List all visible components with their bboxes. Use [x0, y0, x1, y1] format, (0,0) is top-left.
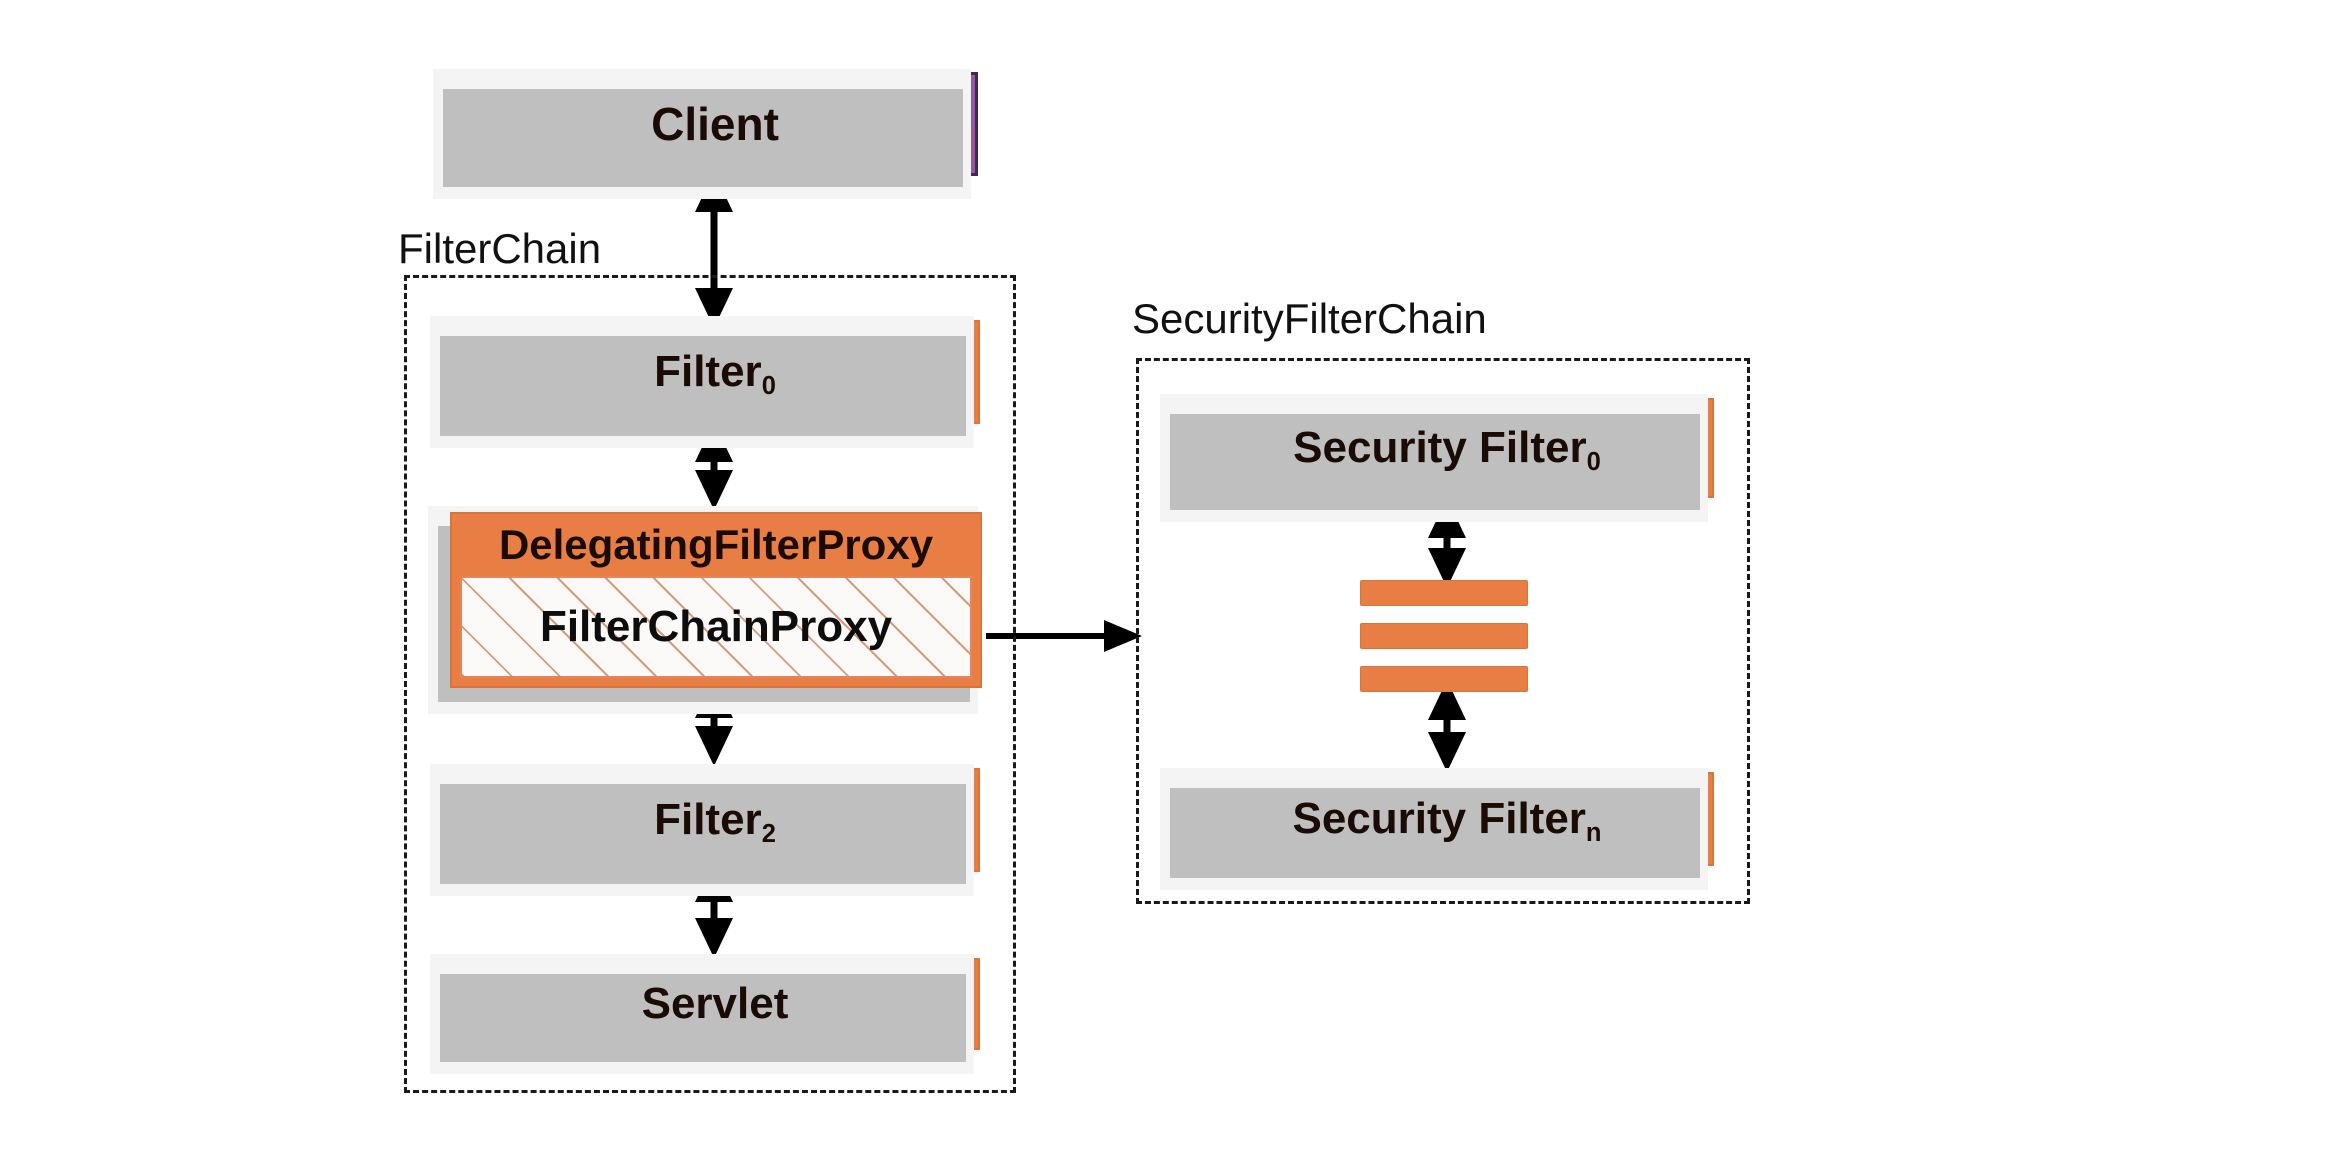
security-filter-n-node[interactable]: Security Filtern: [1160, 768, 1714, 890]
client-label: Client: [651, 98, 779, 150]
security-filter-chain-group-label: SecurityFilterChain: [1132, 295, 1487, 342]
filter-chain-proxy-label: FilterChainProxy: [539, 602, 893, 651]
servlet-node[interactable]: Servlet: [430, 954, 980, 1074]
delegating-filter-proxy-label: DelegatingFilterProxy: [498, 521, 934, 568]
filter-chain-group-box: [404, 275, 1016, 1093]
filter-chain-proxy-node[interactable]: FilterChainProxy: [460, 576, 972, 678]
filter-chain-group-label: FilterChain: [398, 225, 602, 272]
client-shadow: [443, 89, 963, 187]
filter-2-label: Filter2: [654, 795, 776, 848]
servlet-label: Servlet: [641, 979, 789, 1028]
ellipsis-bar-3: [1360, 666, 1528, 692]
delegating-filter-proxy-wrapper: DelegatingFilterProxy FilterChainProxy: [428, 506, 982, 714]
filter-2-node[interactable]: Filter2: [430, 764, 980, 896]
filter-0-shadow: [440, 336, 966, 436]
security-filter-ellipsis-stack: [1360, 580, 1528, 692]
security-filter-chain-group-box: [1136, 358, 1750, 904]
security-filter-n-shadow: [1170, 788, 1700, 878]
security-filter-0-label: Security Filter0: [1293, 423, 1601, 476]
security-filter-n-label: Security Filtern: [1292, 794, 1602, 847]
filter-0-label: Filter0: [654, 347, 776, 400]
ellipsis-bar-2: [1360, 623, 1528, 649]
servlet-shadow: [440, 974, 966, 1062]
client-node[interactable]: Client: [433, 69, 978, 199]
filter-0-node[interactable]: Filter0: [430, 316, 980, 448]
ellipsis-bar-1: [1360, 580, 1528, 606]
delegating-filter-proxy-node[interactable]: DelegatingFilterProxy FilterChainProxy: [450, 512, 982, 688]
security-filter-0-shadow: [1170, 414, 1700, 510]
security-filter-0-node[interactable]: Security Filter0: [1160, 394, 1714, 522]
